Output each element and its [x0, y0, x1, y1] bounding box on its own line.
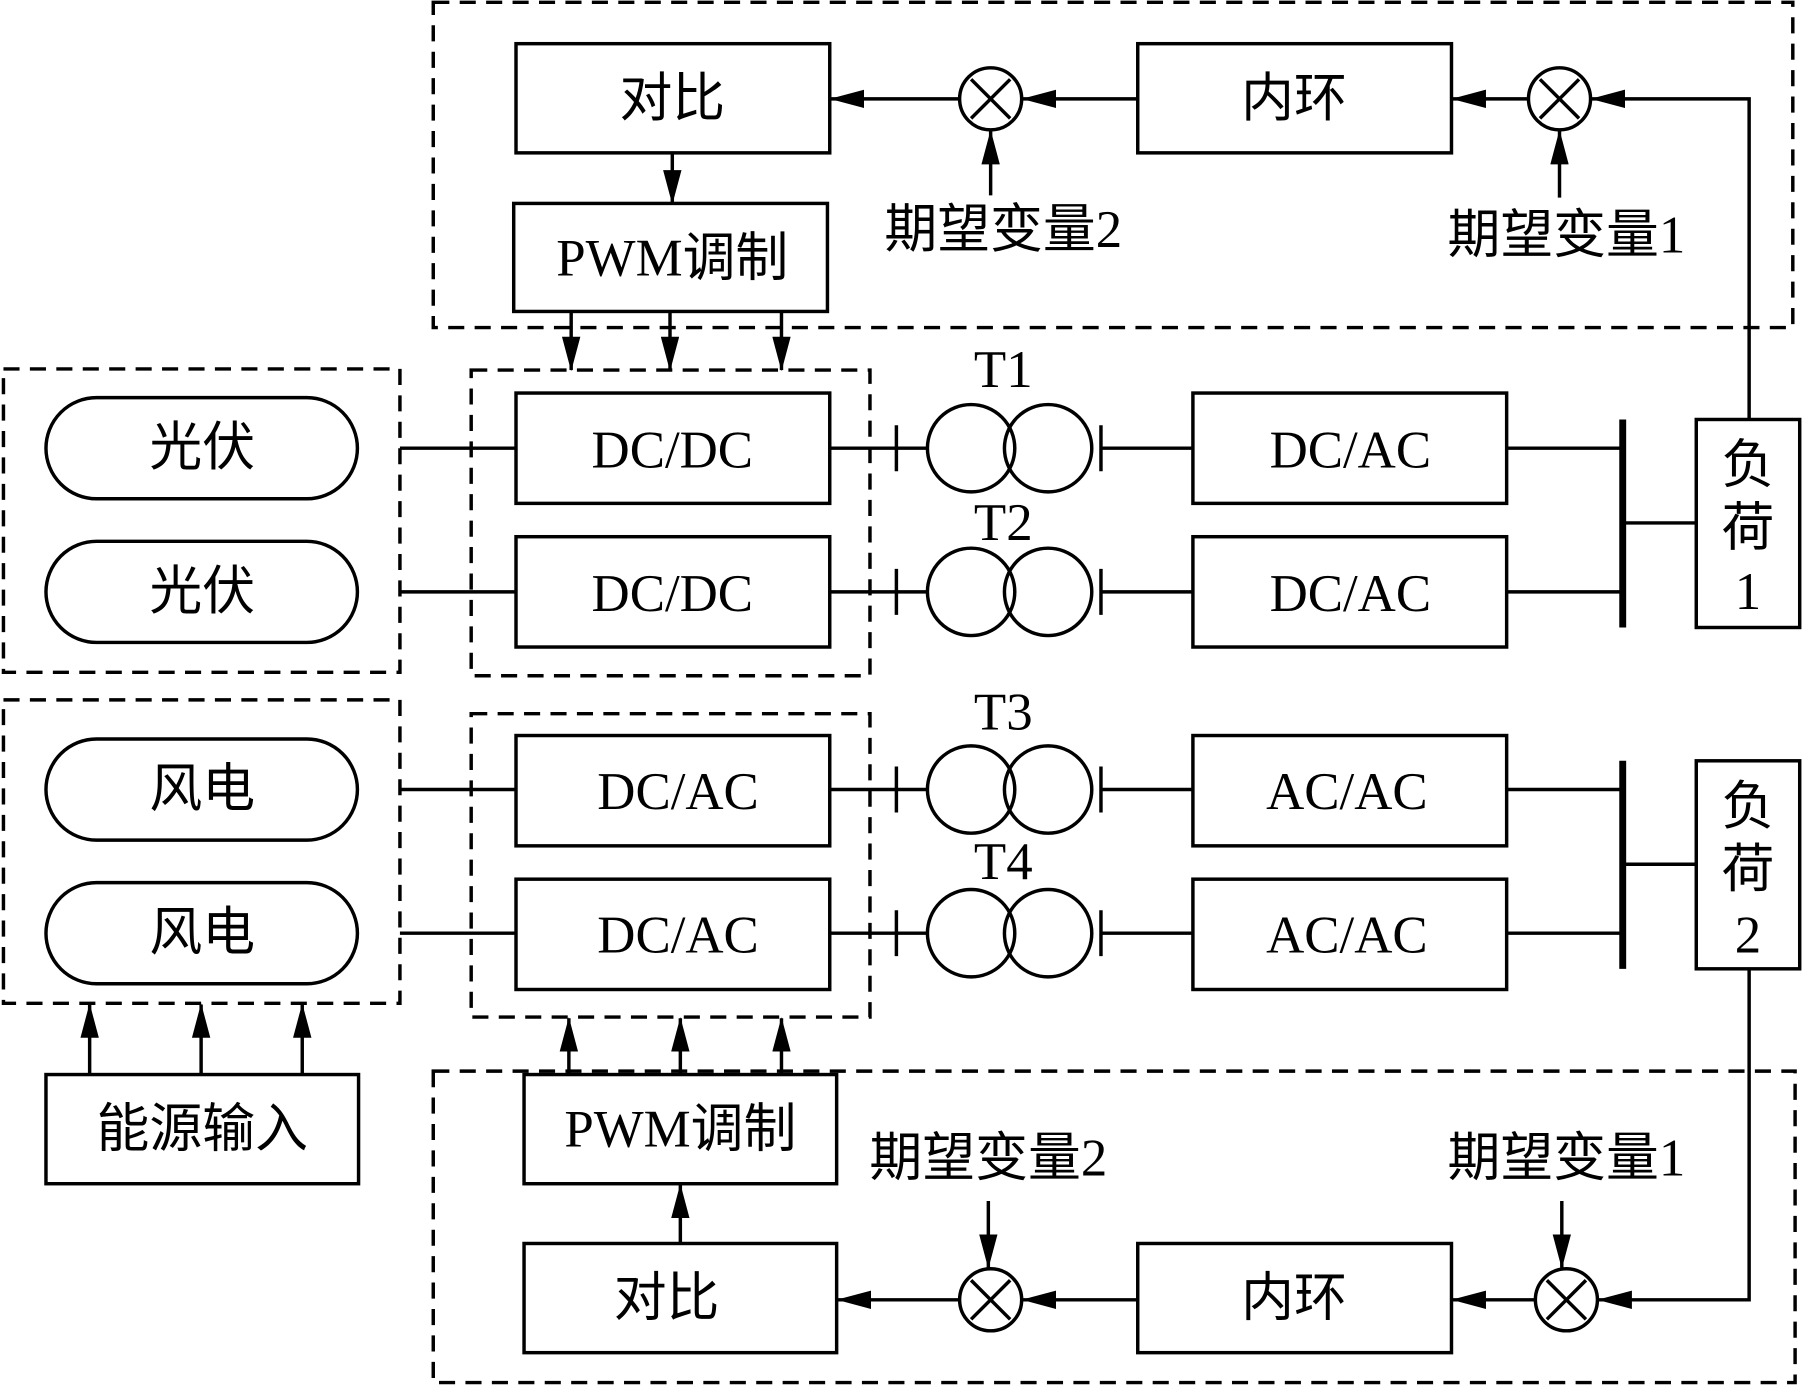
svg-text:负: 负 — [1722, 778, 1775, 836]
svg-text:光伏: 光伏 — [149, 563, 255, 621]
svg-text:风电: 风电 — [149, 904, 255, 962]
svg-text:荷: 荷 — [1722, 841, 1775, 899]
bottom-multiplier-2 — [957, 1267, 1024, 1333]
svg-text:DC/DC: DC/DC — [592, 422, 754, 480]
bottom-compare-label: 对比 — [614, 1270, 720, 1328]
top-compare-label: 对比 — [619, 70, 725, 128]
load-2: 负 荷 2 — [1694, 759, 1802, 971]
top-inner-loop-label: 内环 — [1241, 70, 1347, 128]
transformer-t1 — [925, 402, 1017, 494]
acac-converter-2 — [1191, 877, 1509, 992]
transformer-t4 — [925, 887, 1017, 979]
bottom-expected-var-1: 期望变量1 — [1447, 1129, 1685, 1187]
row-2: 光伏 DC/DC T2 DC/AC — [44, 494, 1623, 649]
bottom-expected-var-2: 期望变量2 — [869, 1129, 1107, 1187]
svg-text:DC/AC: DC/AC — [597, 763, 759, 821]
row-3: 风电 DC/AC T3 AC/AC — [44, 684, 1623, 848]
svg-text:风电: 风电 — [149, 761, 255, 819]
svg-text:T3: T3 — [974, 684, 1033, 742]
acac-converter-1 — [1191, 733, 1509, 848]
dcac-converter-out-2 — [1191, 534, 1509, 649]
energy-input-label: 能源输入 — [97, 1101, 308, 1159]
svg-text:2: 2 — [1735, 906, 1761, 964]
transformer-t2 — [925, 546, 1017, 638]
svg-text:T1: T1 — [974, 341, 1033, 399]
wind-source-2 — [44, 880, 360, 986]
svg-text:负: 负 — [1722, 436, 1775, 494]
bottom-inner-loop-label: 内环 — [1241, 1270, 1347, 1328]
top-multiplier-2 — [957, 66, 1024, 132]
dcac-converter-2 — [514, 877, 832, 992]
dcdc-converter-1 — [514, 391, 832, 506]
svg-text:荷: 荷 — [1722, 500, 1775, 558]
row-1: 光伏 DC/DC T1 DC/AC — [44, 341, 1623, 506]
energy-input-block — [44, 1072, 361, 1186]
wind-group — [1, 698, 402, 1006]
row-4: 风电 DC/AC T4 AC/AC — [44, 833, 1623, 992]
svg-text:T4: T4 — [974, 833, 1033, 891]
svg-text:AC/AC: AC/AC — [1266, 763, 1428, 821]
svg-text:DC/DC: DC/DC — [592, 565, 754, 623]
bottom-pwm-label: PWM调制 — [564, 1101, 796, 1159]
svg-text:1: 1 — [1735, 563, 1761, 621]
pv-group — [1, 367, 402, 675]
svg-text:光伏: 光伏 — [149, 419, 255, 477]
dcac-converter-out-1 — [1191, 391, 1509, 506]
load-1: 负 荷 1 — [1694, 417, 1802, 630]
pv-source-1 — [44, 395, 360, 501]
bottom-control-group — [431, 1069, 1797, 1385]
bottom-pwm-block — [522, 1072, 839, 1186]
svg-text:T2: T2 — [974, 494, 1033, 552]
top-expected-var-1: 期望变量1 — [1447, 207, 1685, 265]
dcac-converter-1 — [514, 733, 832, 848]
dcdc-converter-2 — [514, 534, 832, 649]
bottom-inner-loop-block — [1136, 1241, 1454, 1355]
wind-source-1 — [44, 737, 360, 842]
top-compare-block — [514, 41, 832, 155]
top-expected-var-2: 期望变量2 — [884, 201, 1122, 259]
wind-converter-group — [469, 711, 872, 1019]
pv-source-2 — [44, 539, 360, 645]
svg-text:DC/AC: DC/AC — [1270, 422, 1432, 480]
top-multiplier-1 — [1526, 66, 1593, 132]
svg-text:DC/AC: DC/AC — [597, 906, 759, 964]
top-control-group — [431, 0, 1795, 330]
top-pwm-label: PWM调制 — [556, 230, 788, 288]
svg-text:AC/AC: AC/AC — [1266, 906, 1428, 964]
bottom-compare-block — [522, 1241, 839, 1355]
svg-text:DC/AC: DC/AC — [1270, 565, 1432, 623]
bottom-multiplier-1 — [1533, 1267, 1600, 1333]
transformer-t3 — [925, 744, 1017, 835]
